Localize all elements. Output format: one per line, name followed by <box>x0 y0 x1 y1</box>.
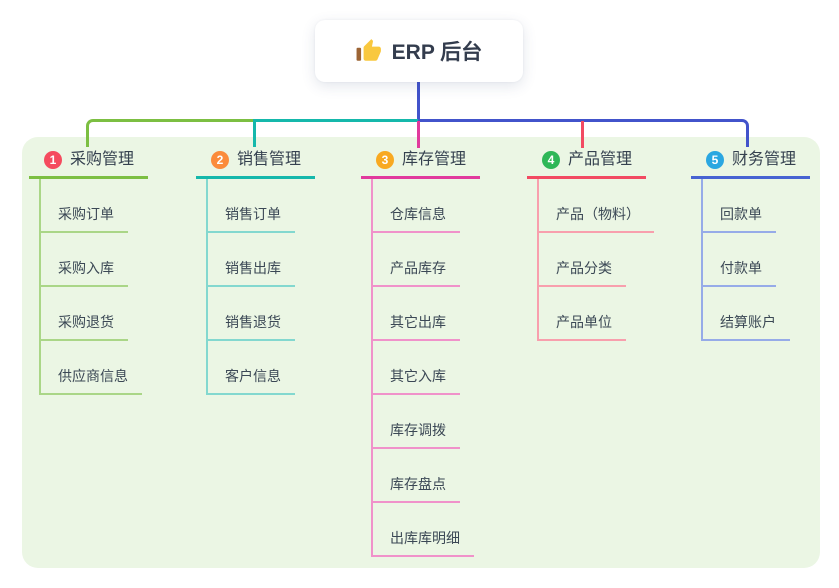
finance-children: 回款单 付款单 结算账户 <box>701 179 790 341</box>
node-product-unit[interactable]: 产品单位 <box>539 287 626 341</box>
branches-panel <box>22 137 820 568</box>
node-finance-management[interactable]: 5 财务管理 <box>691 150 810 179</box>
root-node-erp-backend[interactable]: ERP 后台 <box>315 20 523 82</box>
branch-label: 产品管理 <box>568 151 633 168</box>
node-other-inbound[interactable]: 其它入库 <box>373 341 460 395</box>
branch-purchase-management: 1 采购管理 采购订单 采购入库 采购退货 供应商信息 <box>29 150 148 395</box>
node-purchase-management[interactable]: 1 采购管理 <box>29 150 148 179</box>
node-inventory-management[interactable]: 3 库存管理 <box>361 150 480 179</box>
node-warehouse-info[interactable]: 仓库信息 <box>373 179 460 233</box>
node-supplier-info[interactable]: 供应商信息 <box>41 341 142 395</box>
branch-label: 财务管理 <box>732 151 797 168</box>
connector-drop-inventory <box>417 121 420 148</box>
node-stock-count[interactable]: 库存盘点 <box>373 449 460 503</box>
inventory-children: 仓库信息 产品库存 其它出库 其它入库 库存调拨 库存盘点 出库库明细 <box>371 179 474 557</box>
connector-bus-teal <box>253 119 418 147</box>
sales-children: 销售订单 销售出库 销售退货 客户信息 <box>206 179 295 395</box>
branch-finance-management: 5 财务管理 回款单 付款单 结算账户 <box>691 150 810 341</box>
node-product-category[interactable]: 产品分类 <box>539 233 626 287</box>
branch-label: 销售管理 <box>237 151 302 168</box>
node-settlement-account[interactable]: 结算账户 <box>703 287 790 341</box>
node-stock-transfer[interactable]: 库存调拨 <box>373 395 460 449</box>
branch-inventory-management: 3 库存管理 仓库信息 产品库存 其它出库 其它入库 库存调拨 库存盘点 出库库… <box>361 150 480 557</box>
node-product-management[interactable]: 4 产品管理 <box>527 150 646 179</box>
node-outbound-detail[interactable]: 出库库明细 <box>373 503 474 557</box>
product-children: 产品（物料） 产品分类 产品单位 <box>537 179 654 341</box>
branch-sales-management: 2 销售管理 销售订单 销售出库 销售退货 客户信息 <box>196 150 315 395</box>
node-purchase-order[interactable]: 采购订单 <box>41 179 128 233</box>
node-product-stock[interactable]: 产品库存 <box>373 233 460 287</box>
node-sales-outbound[interactable]: 销售出库 <box>208 233 295 287</box>
node-product-material[interactable]: 产品（物料） <box>539 179 654 233</box>
connector-bus-green <box>86 119 253 147</box>
connector-bus-blue <box>418 119 749 147</box>
badge-4: 4 <box>542 151 560 169</box>
node-payment-doc[interactable]: 付款单 <box>703 233 776 287</box>
connector-root <box>417 82 420 120</box>
branch-product-management: 4 产品管理 产品（物料） 产品分类 产品单位 <box>527 150 654 341</box>
badge-3: 3 <box>376 151 394 169</box>
purchase-children: 采购订单 采购入库 采购退货 供应商信息 <box>39 179 142 395</box>
badge-1: 1 <box>44 151 62 169</box>
thumbs-up-icon <box>356 39 381 61</box>
badge-5: 5 <box>706 151 724 169</box>
node-purchase-inbound[interactable]: 采购入库 <box>41 233 128 287</box>
node-receipt-doc[interactable]: 回款单 <box>703 179 776 233</box>
node-sales-management[interactable]: 2 销售管理 <box>196 150 315 179</box>
node-sales-return[interactable]: 销售退货 <box>208 287 295 341</box>
branch-label: 库存管理 <box>402 151 467 168</box>
branch-label: 采购管理 <box>70 151 135 168</box>
badge-2: 2 <box>211 151 229 169</box>
node-purchase-return[interactable]: 采购退货 <box>41 287 128 341</box>
node-other-outbound[interactable]: 其它出库 <box>373 287 460 341</box>
connector-drop-product <box>581 121 584 148</box>
node-sales-order[interactable]: 销售订单 <box>208 179 295 233</box>
root-title: ERP 后台 <box>391 41 483 64</box>
node-customer-info[interactable]: 客户信息 <box>208 341 295 395</box>
